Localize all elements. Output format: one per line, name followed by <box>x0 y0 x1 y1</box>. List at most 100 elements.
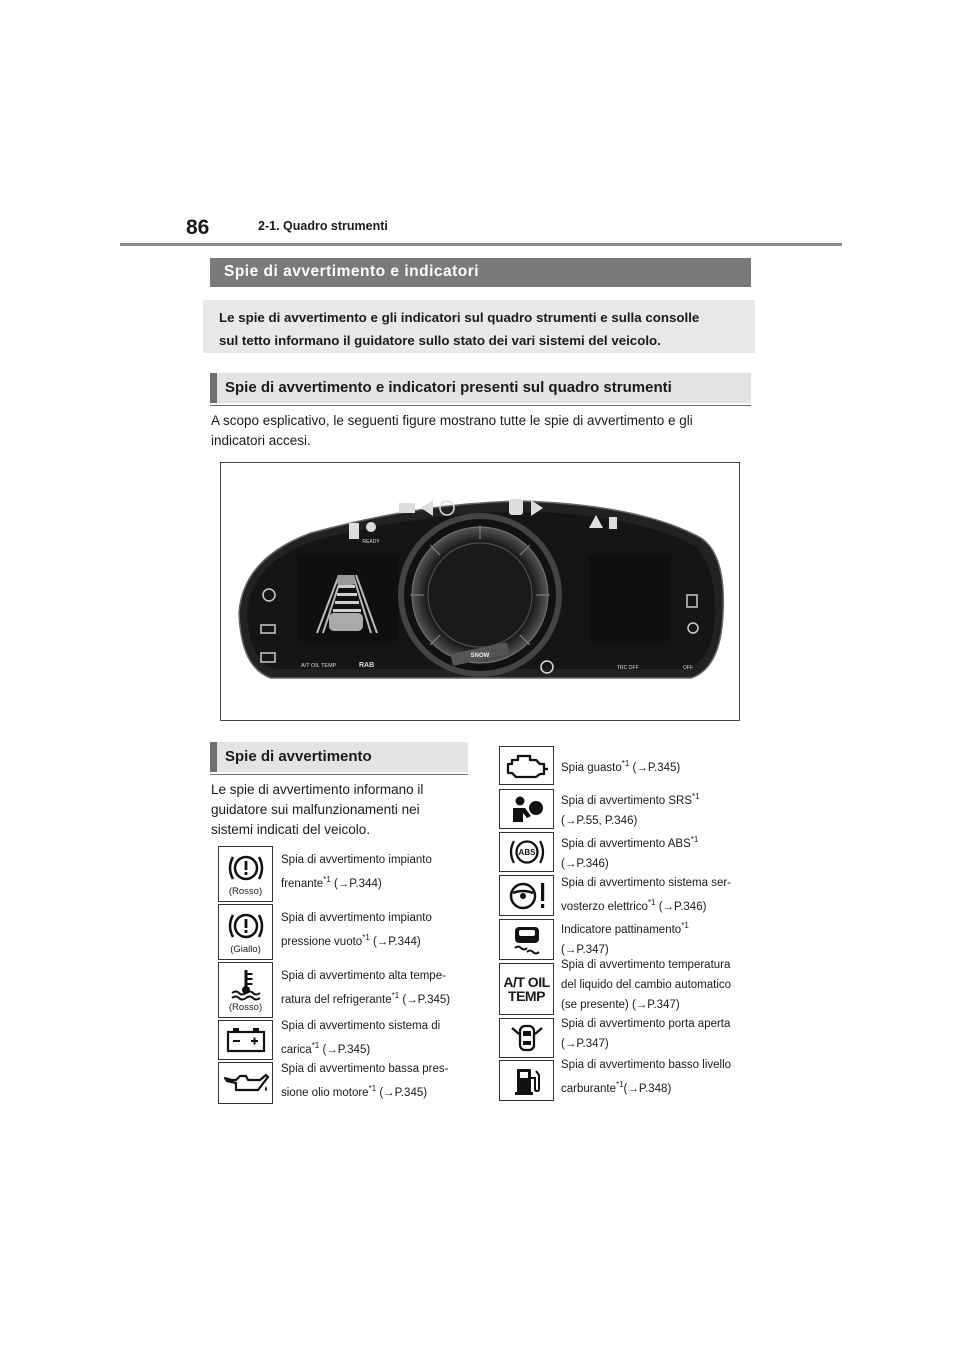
coolant-temperature-color: (Rosso) <box>228 1002 263 1013</box>
srs-airbag-ref: (→P.55, P.346) <box>561 814 638 827</box>
instrument-cluster-figure: SNOW READY A/T OIL TEMP RAB TRC OFF OFF <box>220 462 740 721</box>
abs-icon: ABS <box>509 840 544 864</box>
warnings-paragraph-line-1: Le spie di avvertimento informano il <box>211 782 424 797</box>
power-steering-icon-box <box>499 875 554 916</box>
power-steering-footnote: *1 <box>647 898 656 907</box>
intro-line-1: Le spie di avvertimento e gli indicatori… <box>219 310 700 325</box>
figure-off-label: OFF <box>683 665 693 671</box>
coolant-temperature-desc: Spia di avvertimento alta tempe- ratura … <box>281 966 450 1010</box>
brake-warning-footnote: *1 <box>323 875 331 884</box>
warnings-paragraph: Le spie di avvertimento informano il gui… <box>211 780 423 840</box>
srs-airbag-desc: Spia di avvertimento SRS*1 (→P.55, P.346… <box>561 787 700 831</box>
check-engine-desc: Spia guasto*1 (→P.345) <box>561 754 680 778</box>
door-open-icon <box>510 1024 543 1052</box>
snow-label: SNOW <box>471 653 490 659</box>
intro-box: Le spie di avvertimento e gli indicatori… <box>203 300 755 353</box>
brake-warning-line-2: frenante <box>281 877 324 890</box>
figure-rab-label: RAB <box>359 662 374 669</box>
brake-vacuum-icon <box>228 913 263 939</box>
at-oil-temp-line-3: (se presente) (→P.347) <box>561 999 680 1011</box>
srs-airbag-icon <box>512 796 543 822</box>
coolant-temperature-icon <box>230 970 261 1001</box>
breadcrumb: 2-1. Quadro strumenti <box>258 219 388 233</box>
check-engine-icon <box>506 754 548 778</box>
coolant-temperature-ref: (→P.345) <box>399 993 451 1006</box>
at-oil-temp-icon-line-2: TEMP <box>508 988 545 1004</box>
oil-pressure-line-2: sione olio motore <box>281 1086 369 1099</box>
instrument-cluster-illustration: SNOW READY A/T OIL TEMP RAB TRC OFF OFF <box>238 499 725 679</box>
at-oil-temp-icon-line-1: A/T OIL <box>503 974 550 990</box>
check-engine-line-1: Spia guasto <box>561 761 622 774</box>
brake-warning-icon-box: (Rosso) <box>218 846 273 902</box>
page-number: 86 <box>186 216 210 239</box>
brake-warning-color: (Rosso) <box>228 886 263 897</box>
battery-charge-icon <box>226 1028 265 1053</box>
slip-indicator-line-1: Indicatore pattinamento <box>561 923 682 936</box>
figure-trc-off: TRC OFF <box>617 665 639 671</box>
low-fuel-icon <box>514 1068 540 1095</box>
srs-airbag-icon-box <box>499 789 554 829</box>
intro-line-2: sul tetto informano il guidatore sullo s… <box>219 333 661 348</box>
brake-vacuum-line-2: pressione vuoto <box>281 935 363 948</box>
abs-desc: Spia di avvertimento ABS*1 (→P.346) <box>561 830 698 874</box>
low-fuel-line-2: carburante <box>561 1082 616 1095</box>
coolant-temperature-line-2: ratura del refrigerante <box>281 993 392 1006</box>
door-open-desc: Spia di avvertimento porta aperta (→P.34… <box>561 1014 730 1054</box>
power-steering-line-2: vosterzo elettrico <box>561 900 648 913</box>
section-title-main: Spie di avvertimento e indicatori <box>210 258 751 287</box>
abs-line-1: Spia di avvertimento ABS <box>561 837 691 850</box>
at-oil-temp-icon: A/T OIL TEMP <box>503 974 550 1004</box>
brake-vacuum-color: (Giallo) <box>230 944 261 955</box>
header-rule <box>120 243 842 246</box>
coolant-temperature-icon-box: (Rosso) <box>218 962 273 1018</box>
battery-charge-footnote: *1 <box>311 1041 320 1050</box>
check-engine-ref: (→P.345) <box>629 761 681 774</box>
abs-footnote: *1 <box>690 835 699 844</box>
cluster-paragraph: A scopo esplicativo, le seguenti figure … <box>211 411 693 451</box>
brake-warning-ref: (→P.344) <box>330 877 382 890</box>
battery-charge-icon-box <box>218 1020 273 1060</box>
brake-vacuum-ref: (→P.344) <box>369 935 421 948</box>
slip-indicator-ref: (→P.347) <box>561 943 609 956</box>
srs-airbag-line-1: Spia di avvertimento SRS <box>561 794 693 807</box>
at-oil-temp-line-1: Spia di avvertimento temperatura <box>561 959 731 971</box>
power-steering-icon <box>509 882 544 909</box>
cluster-paragraph-line-2: indicatori accesi. <box>211 433 311 448</box>
door-open-line-1: Spia di avvertimento porta aperta <box>561 1018 731 1030</box>
abs-ref: (→P.346) <box>561 857 609 870</box>
battery-charge-line-2: carica <box>281 1043 312 1056</box>
figure-at-oil-temp: A/T OIL TEMP <box>301 663 337 669</box>
cluster-paragraph-line-1: A scopo esplicativo, le seguenti figure … <box>211 413 693 428</box>
slip-indicator-icon <box>513 926 540 954</box>
power-steering-ref: (→P.346) <box>655 900 707 913</box>
check-engine-icon-box <box>499 746 554 785</box>
low-fuel-desc: Spia di avvertimento basso livello carbu… <box>561 1055 731 1099</box>
slip-indicator-desc: Indicatore pattinamento*1 (→P.347) <box>561 916 689 960</box>
check-engine-footnote: *1 <box>621 759 630 768</box>
low-fuel-ref: (→P.348) <box>623 1082 672 1095</box>
warnings-paragraph-line-3: sistemi indicati del veicolo. <box>211 822 371 837</box>
brake-vacuum-line-1: Spia di avvertimento impianto <box>281 912 432 924</box>
oil-pressure-footnote: *1 <box>368 1084 377 1093</box>
brake-warning-icon <box>228 855 263 881</box>
brake-warning-line-1: Spia di avvertimento impianto <box>281 854 432 866</box>
coolant-temperature-footnote: *1 <box>391 991 400 1000</box>
ready-label: READY <box>362 539 380 545</box>
section-title-warnings: Spie di avvertimento <box>210 742 468 775</box>
at-oil-temp-icon-box: A/T OIL TEMP <box>499 963 554 1015</box>
power-steering-desc: Spia di avvertimento sistema ser- voster… <box>561 873 731 917</box>
low-fuel-footnote: *1 <box>615 1080 624 1089</box>
oil-pressure-ref: (→P.345) <box>376 1086 428 1099</box>
oil-pressure-icon <box>223 1073 269 1092</box>
srs-airbag-footnote: *1 <box>692 792 700 801</box>
abs-icon-box: ABS <box>499 832 554 872</box>
battery-charge-line-1: Spia di avvertimento sistema di <box>281 1020 441 1032</box>
coolant-temperature-line-1: Spia di avvertimento alta tempe- <box>281 970 446 982</box>
slip-indicator-footnote: *1 <box>681 921 689 930</box>
brake-vacuum-icon-box: (Giallo) <box>218 904 273 960</box>
brake-vacuum-footnote: *1 <box>362 933 370 942</box>
power-steering-line-1: Spia di avvertimento sistema ser- <box>561 877 732 889</box>
section-title-cluster-text: Spie di avvertimento e indicatori presen… <box>225 379 672 396</box>
oil-pressure-icon-box <box>218 1062 273 1104</box>
battery-charge-desc: Spia di avvertimento sistema di carica*1… <box>281 1016 440 1060</box>
